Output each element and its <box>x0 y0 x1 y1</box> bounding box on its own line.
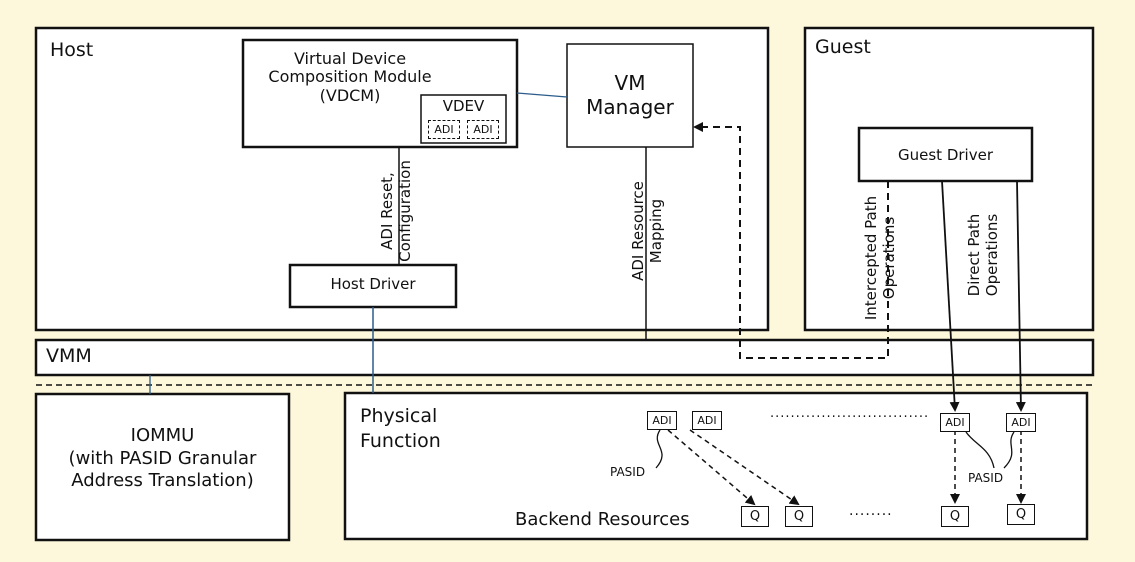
physical-function-line2: Function <box>360 429 441 452</box>
pasid-label-1: PASID <box>610 465 646 479</box>
vmm-title: VMM <box>46 345 92 367</box>
adi-resource-mapping-label: ADI Resource Mapping <box>629 181 665 281</box>
adi-reset-label: ADI Reset, Configuration <box>378 160 414 262</box>
host-driver-box <box>288 263 458 309</box>
queue-2: Q <box>785 506 813 527</box>
vdev-label: VDEV <box>442 97 485 115</box>
adi-q-arrow-2 <box>689 429 800 506</box>
adi-q-arrow-1 <box>667 429 756 506</box>
vdcm-line2: Composition Module <box>268 67 432 87</box>
pf-adi-1: ADI <box>647 411 677 430</box>
vm-manager-label: VM Manager <box>567 71 693 119</box>
pasid-squiggle-2 <box>965 431 995 469</box>
backend-resources-label: Backend Resources <box>515 509 690 530</box>
guest-driver-box <box>857 126 1034 183</box>
vmm-box <box>34 338 1095 377</box>
pasid-squiggle-3 <box>1003 431 1015 469</box>
iommu-line2: (with PASID Granular <box>68 447 257 469</box>
host-driver-label: Host Driver <box>330 275 416 293</box>
pasid-squiggle-1 <box>655 429 663 469</box>
pf-adi-2: ADI <box>692 411 722 430</box>
vdcm-vmmanager-link <box>516 92 568 98</box>
direct-path-arrow-2 <box>1015 180 1026 412</box>
queue-4: Q <box>1007 504 1035 525</box>
queue-3: Q <box>941 506 969 527</box>
direct-path-label: Direct Path Operations <box>965 213 1001 297</box>
vdcm-label: Virtual Device Composition Module (VDCM) <box>243 49 457 105</box>
vdev-adi-2: ADI <box>467 120 499 139</box>
vm-manager-line1: VM <box>614 71 646 95</box>
vdev-adi-1: ADI <box>428 120 460 139</box>
pf-adi-4: ADI <box>1006 413 1036 432</box>
iommu-label: IOMMU (with PASID Granular Address Trans… <box>36 425 289 493</box>
adi-ellipsis: ............................... <box>770 406 930 421</box>
guest-title: Guest <box>815 36 871 58</box>
vm-manager-line2: Manager <box>586 95 674 119</box>
iommu-line1: IOMMU <box>130 425 195 446</box>
guest-driver-label: Guest Driver <box>898 146 993 164</box>
vm-manager-box <box>566 43 694 148</box>
queue-1: Q <box>741 506 769 527</box>
pf-adi-3: ADI <box>940 413 970 432</box>
physical-function-line1: Physical <box>360 405 438 427</box>
queue-ellipsis: ........ <box>849 503 893 519</box>
vdcm-line1: Virtual Device <box>293 49 407 68</box>
pasid-label-2: PASID <box>968 471 1004 485</box>
intercepted-path-label: Intercepted Path Operations <box>862 195 898 321</box>
physical-function-label: Physical Function <box>360 404 441 453</box>
iommu-line3: Address Translation) <box>71 470 254 491</box>
host-title: Host <box>50 39 94 61</box>
direct-path-arrow-1 <box>941 180 960 412</box>
intercepted-path-arrow <box>693 122 889 359</box>
iommu-box <box>34 392 291 542</box>
vdcm-line3: (VDCM) <box>319 85 381 105</box>
